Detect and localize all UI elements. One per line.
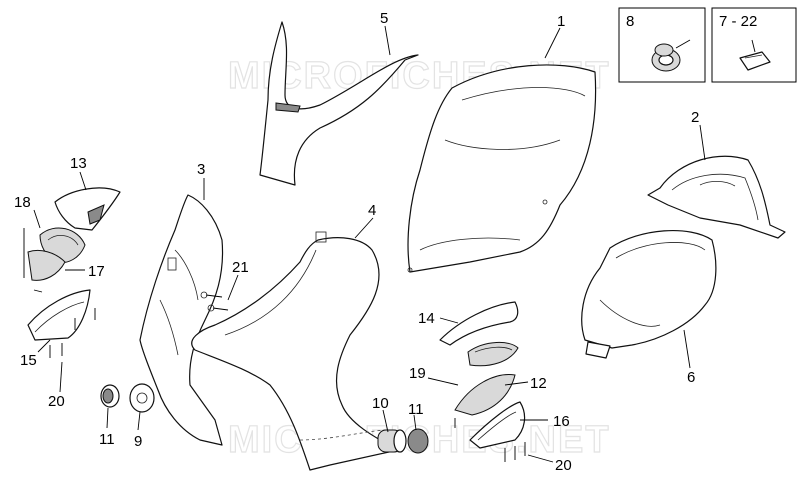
part-2-bracket <box>647 155 786 239</box>
part-13-mirror-cover <box>54 187 121 231</box>
part-19-bulb <box>467 342 519 367</box>
callout-2: 2 <box>691 109 699 126</box>
callout-16: 16 <box>553 413 570 430</box>
part-10-cylinder <box>377 429 407 453</box>
part-6-lower-shield <box>581 230 717 359</box>
callout-1: 1 <box>557 13 565 30</box>
callout-21: 21 <box>232 259 249 276</box>
callout-3: 3 <box>197 161 205 178</box>
part-14-signal-housing <box>439 301 519 346</box>
part-15-signal-bracket <box>27 289 91 341</box>
callout-20-right: 20 <box>555 457 572 474</box>
callout-7-22: 7 - 22 <box>719 13 757 30</box>
part-9-cap <box>129 383 155 413</box>
callout-5: 5 <box>380 10 388 27</box>
part-18-turn-signal <box>27 227 86 281</box>
part-4-front-shield <box>191 231 399 471</box>
part-16-lens-bracket <box>469 401 526 449</box>
callout-10: 10 <box>372 395 389 412</box>
callout-4: 4 <box>368 202 376 219</box>
part-1-windshield <box>407 64 597 273</box>
part-11-plug-left <box>100 384 120 408</box>
part-21-screws <box>200 291 229 312</box>
callout-6: 6 <box>687 369 695 386</box>
callout-14: 14 <box>418 310 435 327</box>
inset-box-7-22 <box>711 7 797 83</box>
callouts: 1 2 3 4 5 6 7 - 22 8 9 10 11 11 12 13 14… <box>14 10 757 474</box>
leader-lines <box>23 25 706 463</box>
part-11-plug-right <box>407 428 429 454</box>
inset-box-8 <box>618 7 706 83</box>
screws-right <box>454 418 526 462</box>
callout-17: 17 <box>88 263 105 280</box>
callout-9: 9 <box>134 433 142 450</box>
callout-13: 13 <box>70 155 87 172</box>
callout-11-right: 11 <box>408 401 424 418</box>
callout-12: 12 <box>530 375 547 392</box>
callout-18: 18 <box>14 194 31 211</box>
callout-11-left: 11 <box>99 431 115 448</box>
callout-19: 19 <box>409 365 426 382</box>
part-12-lens <box>454 374 516 416</box>
part-5-upper-panel <box>259 21 419 186</box>
part-3-inner-panel <box>139 194 224 446</box>
callout-15: 15 <box>20 352 37 369</box>
callout-20-left: 20 <box>48 393 65 410</box>
callout-8: 8 <box>626 13 634 30</box>
screws-left <box>33 289 96 358</box>
